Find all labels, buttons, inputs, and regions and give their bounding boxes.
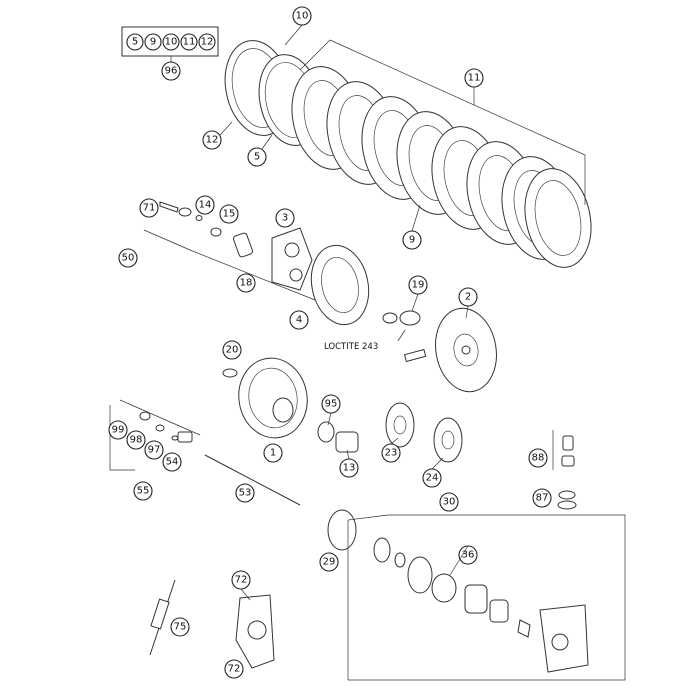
- svg-text:13: 13: [343, 463, 356, 474]
- svg-text:11: 11: [183, 37, 196, 48]
- svg-text:95: 95: [325, 399, 338, 410]
- kit-box: 5 9 10 11 12: [121, 26, 219, 62]
- svg-text:2: 2: [465, 292, 471, 303]
- svg-text:10: 10: [296, 11, 309, 22]
- pressure-plate: [143, 201, 316, 301]
- gears: [385, 402, 463, 463]
- svg-text:3: 3: [282, 213, 288, 224]
- svg-text:10: 10: [165, 37, 178, 48]
- svg-text:97: 97: [148, 445, 161, 456]
- inner-hub: [310, 244, 427, 363]
- svg-text:23: 23: [385, 448, 398, 459]
- clutch-basket: [222, 357, 359, 453]
- tool: [149, 579, 176, 656]
- slave-cylinder-group: [347, 514, 626, 681]
- svg-text:50: 50: [122, 253, 135, 264]
- primary-gear: [435, 307, 497, 393]
- master-cylinder: [235, 594, 275, 669]
- svg-text:87: 87: [536, 493, 549, 504]
- bleed-valve: [552, 430, 577, 510]
- svg-text:71: 71: [143, 203, 156, 214]
- svg-text:29: 29: [323, 557, 336, 568]
- svg-text:1: 1: [270, 448, 276, 459]
- svg-text:5: 5: [254, 152, 260, 163]
- svg-text:5: 5: [132, 37, 138, 48]
- push-rod-group: [109, 399, 301, 506]
- svg-text:19: 19: [412, 280, 425, 291]
- svg-text:12: 12: [201, 37, 214, 48]
- svg-text:98: 98: [130, 435, 143, 446]
- svg-text:9: 9: [409, 235, 415, 246]
- callout-labels: 96 10 11 12 5 9 71 14 15 3 50 18 4 19 2 …: [108, 6, 552, 679]
- svg-text:18: 18: [240, 278, 253, 289]
- svg-text:75: 75: [174, 622, 187, 633]
- svg-text:36: 36: [462, 550, 475, 561]
- svg-text:99: 99: [112, 425, 125, 436]
- svg-text:72: 72: [235, 575, 248, 586]
- svg-text:14: 14: [199, 200, 212, 211]
- o-ring: [327, 509, 357, 551]
- svg-text:55: 55: [137, 486, 150, 497]
- loctite-note: LOCTITE 243: [324, 342, 378, 352]
- svg-text:30: 30: [443, 497, 456, 508]
- svg-text:15: 15: [223, 209, 236, 220]
- svg-text:9: 9: [150, 37, 156, 48]
- svg-text:4: 4: [296, 315, 302, 326]
- svg-text:12: 12: [206, 135, 219, 146]
- clutch-plates: [224, 39, 592, 268]
- svg-text:24: 24: [426, 473, 439, 484]
- svg-text:11: 11: [468, 73, 481, 84]
- svg-text:54: 54: [166, 457, 179, 468]
- callout-leaders: [219, 24, 475, 601]
- svg-text:20: 20: [226, 345, 239, 356]
- svg-text:53: 53: [239, 488, 252, 499]
- svg-text:96: 96: [165, 66, 178, 77]
- svg-text:88: 88: [532, 453, 545, 464]
- svg-text:72: 72: [228, 664, 241, 675]
